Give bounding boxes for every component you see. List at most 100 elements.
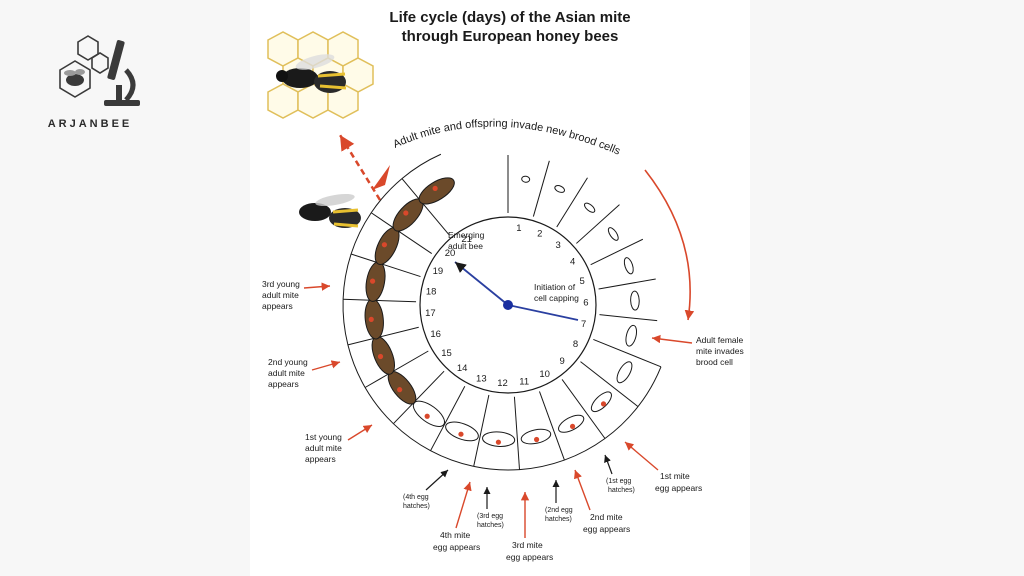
day-number: 8 xyxy=(573,339,578,350)
brood-stage xyxy=(623,257,634,275)
brand-name: ARJANBEE xyxy=(47,118,133,130)
cell-wall xyxy=(347,326,419,346)
brood-stage xyxy=(364,298,384,340)
title-line-2: through European honey bees xyxy=(401,28,619,45)
brood-stage xyxy=(616,361,633,384)
exit-arrow xyxy=(338,134,382,201)
cell-cap xyxy=(370,178,403,214)
cell-wall xyxy=(364,350,429,388)
young2-1: 2nd young xyxy=(268,357,308,367)
brood-stage xyxy=(554,185,565,193)
capping-label-1: Initiation of xyxy=(534,282,576,292)
day-number: 3 xyxy=(555,240,560,251)
mite-dot xyxy=(403,210,409,216)
arjanbee-logo-icon xyxy=(59,35,140,106)
female-invades-3: brood cell xyxy=(696,357,733,367)
day-number: 4 xyxy=(570,256,575,267)
cell-wall xyxy=(513,396,521,470)
brood-stage xyxy=(584,202,596,213)
brood-stage xyxy=(445,421,479,442)
cell-wall xyxy=(598,278,656,290)
brood-stage xyxy=(418,177,455,205)
female-invades-1: Adult female xyxy=(696,335,744,345)
young3-2: adult mite xyxy=(262,290,299,300)
brood-stage xyxy=(482,431,516,447)
mite-dot xyxy=(397,387,403,393)
day-number: 18 xyxy=(426,286,437,297)
egg3-2: egg appears xyxy=(506,552,553,562)
cell-cap xyxy=(401,153,442,179)
young1-1: 1st young xyxy=(305,432,342,442)
brood-stage xyxy=(365,261,386,302)
day-number: 16 xyxy=(430,329,441,340)
cell-cap xyxy=(564,438,606,461)
day-number: 21 xyxy=(461,234,472,245)
diagram-title: Life cycle (days) of the Asian mite thro… xyxy=(330,8,690,46)
emerging-label-2: adult bee xyxy=(448,241,483,251)
day-number: 19 xyxy=(433,266,444,277)
egg3-1: 3rd mite xyxy=(512,540,543,550)
cell-wall xyxy=(430,385,466,451)
mite-dot xyxy=(381,242,388,248)
egg4-2: egg appears xyxy=(433,542,480,552)
young3-1: 3rd young xyxy=(262,279,300,289)
arc-caption: Adult mite and offspring invade new broo… xyxy=(391,118,622,158)
mite-dot xyxy=(424,413,430,419)
mite-dot xyxy=(495,439,502,445)
cell-wall xyxy=(538,391,565,461)
exit-arrow-head xyxy=(372,165,390,190)
cell-wall xyxy=(580,361,639,407)
hand-capping xyxy=(507,304,579,321)
day-number: 14 xyxy=(457,363,468,374)
young3-3: appears xyxy=(262,301,293,311)
cell-cap xyxy=(604,406,639,439)
day-number: 5 xyxy=(580,276,585,287)
hand-emerging xyxy=(454,261,509,306)
cell-wall xyxy=(393,370,445,425)
brood-cell-ring xyxy=(342,153,662,471)
day-number: 9 xyxy=(560,356,565,367)
mite-dot xyxy=(569,423,576,430)
female-invades-2: mite invades xyxy=(696,346,744,356)
day-number: 15 xyxy=(441,348,452,359)
egg1-1: 1st mite xyxy=(660,471,690,481)
mite-dot xyxy=(458,431,464,437)
annotations: Adult female mite invades brood cell 1st… xyxy=(262,279,744,562)
cell-wall xyxy=(350,253,421,278)
egg2-hatch-2: hatches) xyxy=(545,516,572,523)
egg1-hatch-2: hatches) xyxy=(608,487,635,494)
brood-stage xyxy=(520,428,552,445)
egg4-hatch-2: hatches) xyxy=(403,503,430,510)
cell-wall xyxy=(561,379,606,439)
cell-cap xyxy=(347,344,366,388)
mite-dot xyxy=(432,185,438,191)
emerging-label-1: Emerging xyxy=(448,230,485,240)
cell-wall xyxy=(343,298,417,303)
cell-cap xyxy=(519,459,565,471)
day-number: 12 xyxy=(497,378,508,389)
cell-wall xyxy=(556,177,588,228)
young2-3: appears xyxy=(268,379,299,389)
egg1-2: egg appears xyxy=(655,483,702,493)
day-number: 7 xyxy=(581,319,586,330)
cell-wall xyxy=(401,178,450,235)
cell-wall xyxy=(590,238,644,266)
brood-stage xyxy=(625,324,638,347)
cell-wall xyxy=(473,394,490,467)
young1-3: appears xyxy=(305,454,336,464)
invade-arrow xyxy=(644,169,695,321)
mite-dot xyxy=(533,436,540,443)
egg2-2: egg appears xyxy=(583,524,630,534)
brood-stage xyxy=(607,227,619,241)
day-number: 10 xyxy=(539,369,550,380)
young2-2: adult mite xyxy=(268,368,305,378)
cell-cap xyxy=(393,423,431,452)
cell-cap xyxy=(364,387,394,425)
day-number: 6 xyxy=(583,297,588,308)
mite-dot xyxy=(600,401,607,407)
cell-cap xyxy=(350,212,372,255)
brood-stage xyxy=(558,414,585,433)
cell-cap xyxy=(473,465,520,471)
